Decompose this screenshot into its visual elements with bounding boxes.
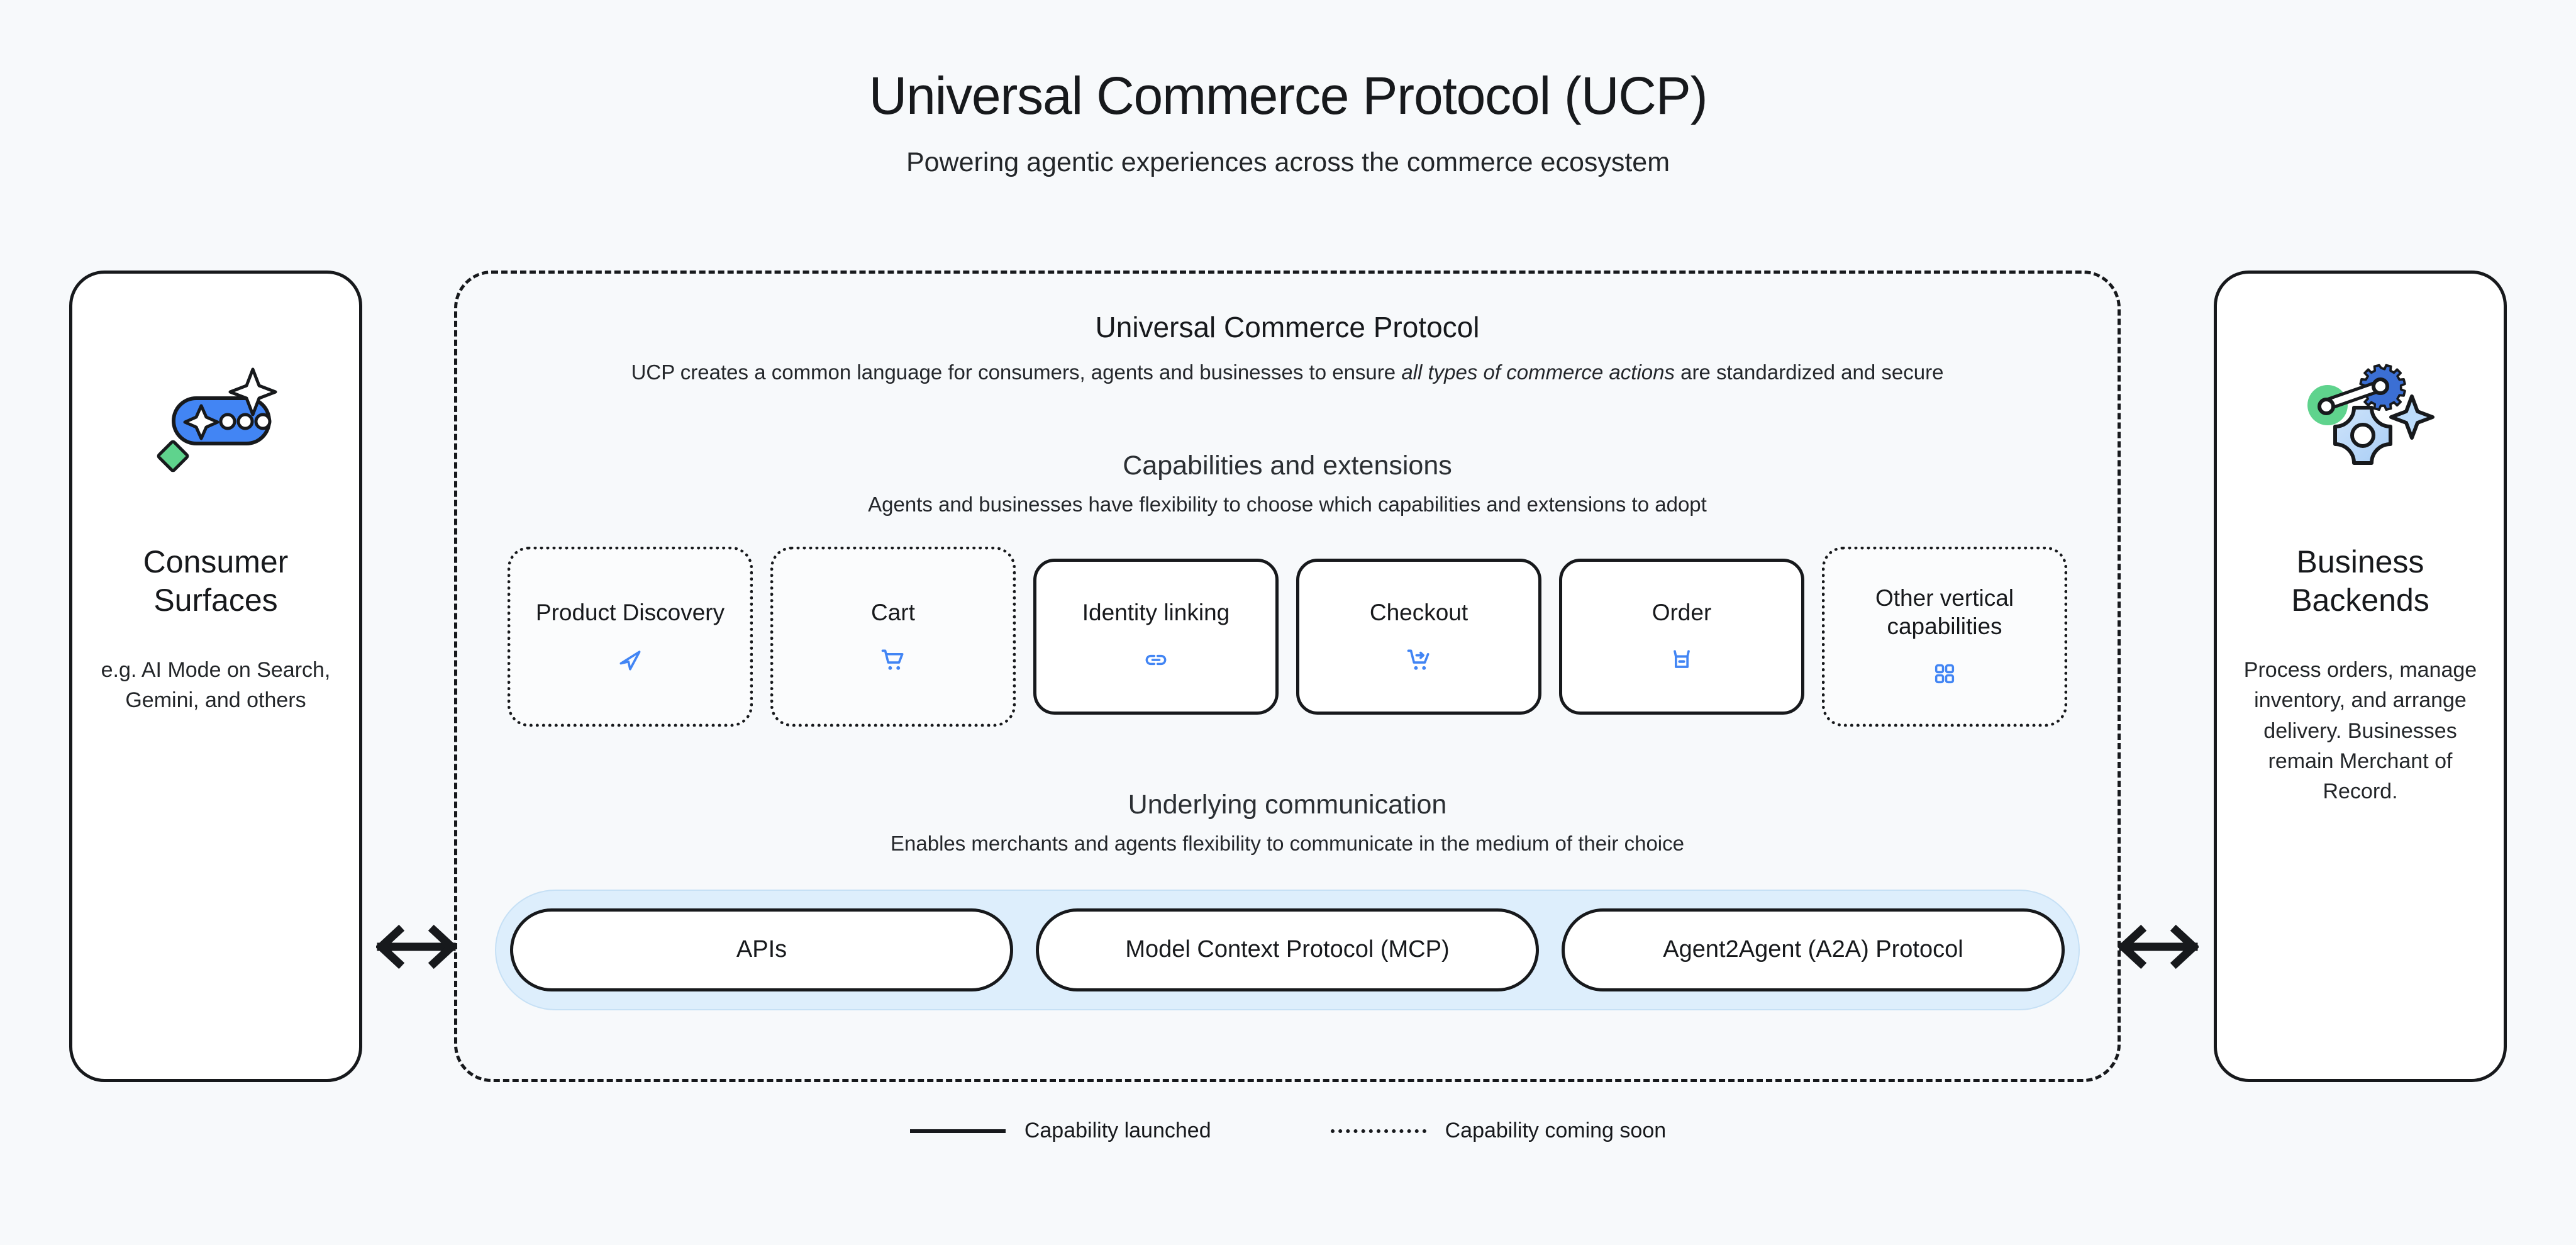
page-title: Universal Commerce Protocol (UCP) [869, 66, 1708, 125]
bidirectional-arrow-icon-left [375, 922, 458, 972]
shopping-cart-icon [879, 645, 907, 674]
header: Universal Commerce Protocol (UCP) Poweri… [0, 68, 2576, 178]
capability-label: Order [1652, 599, 1712, 625]
capability-cards-row: Product Discovery Cart [457, 546, 2118, 727]
protocol-pill-apis[interactable]: APIs [510, 908, 1013, 991]
capability-label: Product Discovery [535, 599, 725, 625]
navigation-arrow-icon [616, 645, 644, 674]
consumer-surfaces-panel[interactable]: Consumer Surfaces e.g. AI Mode on Search… [69, 271, 362, 1082]
capability-label: Checkout [1369, 599, 1468, 625]
capability-card-identity-linking[interactable]: Identity linking [1033, 558, 1279, 715]
grid-squares-icon [1932, 659, 1957, 688]
capability-label: Other vertical capabilities [1875, 585, 2014, 639]
business-backends-title: Business Backends [2291, 544, 2429, 618]
legend-label: Capability coming soon [1445, 1119, 1667, 1142]
capability-label: Cart [871, 599, 915, 625]
legend: Capability launched Capability coming so… [0, 1119, 2576, 1143]
legend-item-coming-soon: Capability coming soon [1330, 1119, 1667, 1143]
ucp-description: UCP creates a common language for consum… [457, 358, 2118, 388]
dotted-line-icon [1330, 1129, 1426, 1133]
ucp-description-part2: are standardized and secure [1674, 360, 1944, 384]
business-backends-panel[interactable]: Business Backends Process orders, manage… [2214, 271, 2507, 1082]
link-chain-icon [1142, 645, 1170, 674]
consumer-surfaces-description: e.g. AI Mode on Search, Gemini, and othe… [101, 658, 331, 713]
ai-chat-sparkle-icon [143, 349, 288, 494]
capability-card-checkout[interactable]: Checkout [1296, 558, 1541, 715]
capabilities-subheading: Agents and businesses have flexibility t… [868, 492, 1707, 516]
capability-label: Identity linking [1082, 599, 1230, 625]
communication-heading: Underlying communication [1128, 789, 1447, 820]
ucp-container: Universal Commerce Protocol UCP creates … [454, 271, 2121, 1082]
bidirectional-arrow-icon-right [2117, 922, 2200, 972]
legend-label: Capability launched [1024, 1119, 1211, 1142]
capability-card-other-vertical[interactable]: Other vertical capabilities [1822, 546, 2067, 727]
protocol-pill-mcp[interactable]: Model Context Protocol (MCP) [1036, 908, 1539, 991]
protocol-pill-a2a[interactable]: Agent2Agent (A2A) Protocol [1562, 908, 2065, 991]
inventory-box-icon [1668, 645, 1696, 674]
ucp-description-emphasis: all types of commerce actions [1401, 360, 1675, 384]
communication-subheading: Enables merchants and agents flexibility… [891, 831, 1684, 855]
legend-item-launched: Capability launched [909, 1119, 1211, 1143]
gears-settings-icon [2285, 349, 2436, 494]
capability-card-order[interactable]: Order [1559, 558, 1804, 715]
cart-checkout-arrow-icon [1405, 645, 1433, 674]
capability-card-product-discovery[interactable]: Product Discovery [508, 546, 753, 727]
stage: Consumer Surfaces e.g. AI Mode on Search… [0, 271, 2576, 1085]
capability-card-cart[interactable]: Cart [770, 546, 1016, 727]
capabilities-heading: Capabilities and extensions [1123, 450, 1452, 481]
consumer-surfaces-title: Consumer Surfaces [143, 544, 289, 618]
ucp-title: Universal Commerce Protocol [1095, 311, 1480, 343]
ucp-description-part1: UCP creates a common language for consum… [631, 360, 1402, 384]
solid-line-icon [909, 1129, 1006, 1133]
communication-band: APIs Model Context Protocol (MCP) Agent2… [495, 889, 2080, 1010]
page-subtitle: Powering agentic experiences across the … [906, 147, 1670, 178]
business-backends-description: Process orders, manage inventory, and ar… [2243, 658, 2477, 804]
